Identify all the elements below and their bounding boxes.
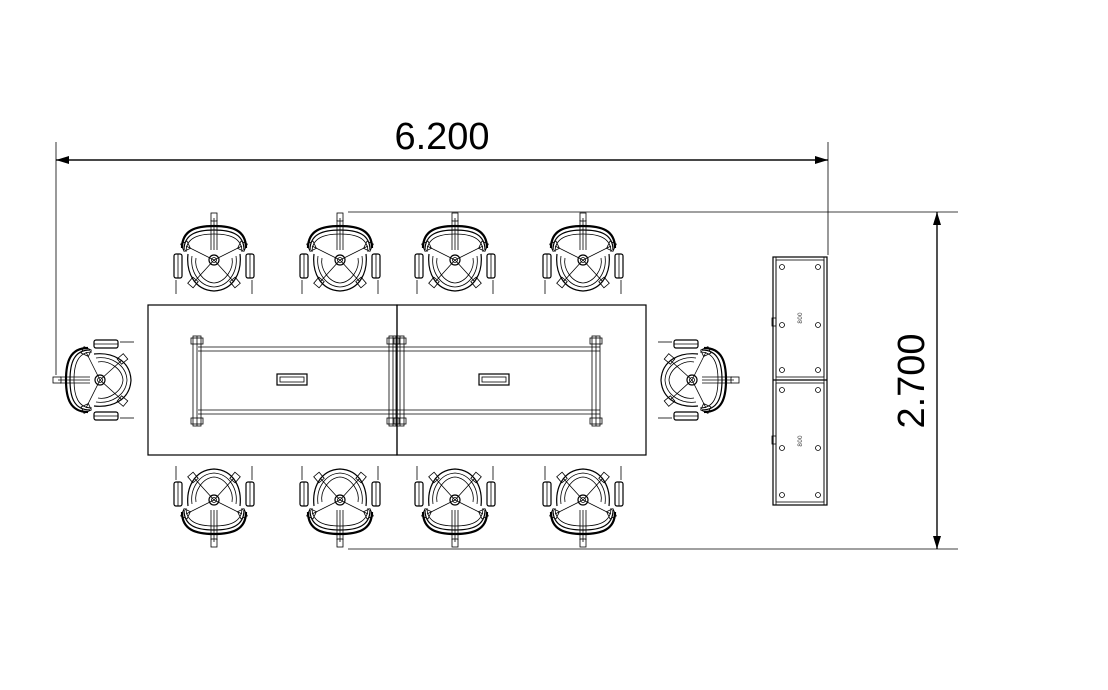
cable-port-left [276,373,308,386]
width-dimension: 6.200 [55,116,829,375]
cabinet-label-bottom: 800 [797,435,804,447]
depth-dimension: 2.700 [348,211,958,550]
chair-bottom-2 [298,464,382,549]
chair-top-3 [413,211,497,296]
chairs-bottom-row [172,464,625,549]
chair-bottom-1 [172,464,256,549]
chairs-top-row [172,211,625,296]
chair-top-4 [541,211,625,296]
cabinet-label-top: 800 [797,312,804,324]
cable-port-right [478,373,510,386]
chair-head-left [51,338,136,422]
chair-bottom-3 [413,464,497,549]
chair-top-1 [172,211,256,296]
sideboard-cabinet: 800 800 [771,256,828,506]
chair-top-2 [298,211,382,296]
chair-head-right [656,338,741,422]
width-dimension-label: 6.200 [394,116,489,158]
conference-table [147,304,647,456]
chair-bottom-4 [541,464,625,549]
depth-dimension-label: 2.700 [891,333,933,428]
